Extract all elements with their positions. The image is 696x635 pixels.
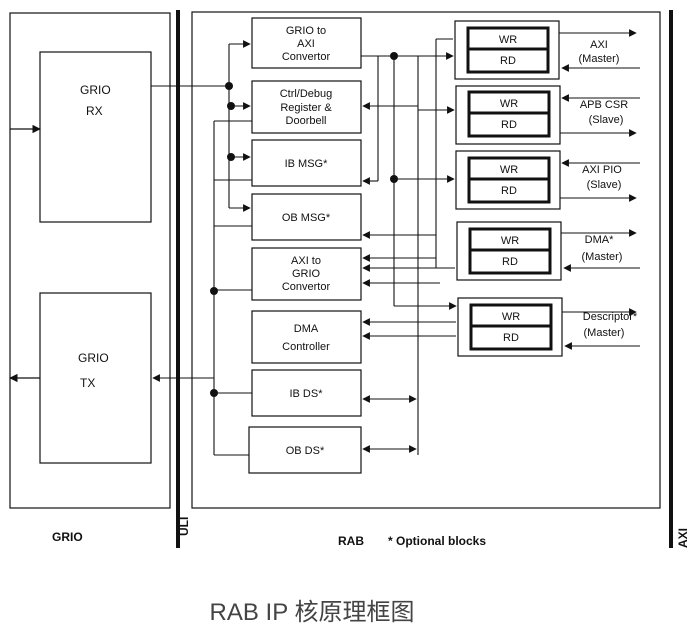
footer-optional-note: * Optional blocks (388, 534, 486, 548)
rab-block-ob-msg: OB MSG* (251, 193, 362, 241)
junction-rx-3 (227, 153, 235, 161)
junction-port-1 (390, 52, 398, 60)
svg-text:AXI to: AXI to (291, 255, 321, 267)
junction-tx-2 (210, 389, 218, 397)
rab-block-axi-grio: AXI to GRIO Convertor (251, 247, 362, 301)
axi-side-arrows (559, 29, 640, 350)
rab-block-ib-ds: IB DS* (251, 369, 362, 417)
rab-block-dma-controller: DMA Controller (251, 310, 362, 364)
footer-grio-label: GRIO (52, 530, 83, 544)
port-descriptor-master: WR RD (457, 297, 563, 357)
grio-tx-block (39, 292, 152, 464)
svg-text:GRIO to: GRIO to (286, 25, 326, 37)
port-interconnect (361, 38, 457, 455)
port-label-desc-line1: Descriptor* (583, 311, 638, 323)
svg-text:AXI: AXI (297, 38, 315, 50)
rx-interconnect (151, 40, 251, 212)
svg-text:RD: RD (503, 332, 519, 344)
port-label-apb-line1: APB CSR (580, 99, 628, 111)
svg-text:RD: RD (500, 55, 516, 67)
junction-rx-2 (227, 102, 235, 110)
svg-text:WR: WR (501, 235, 519, 247)
port-dma-master: WR RD (456, 221, 562, 281)
svg-text:Ctrl/Debug: Ctrl/Debug (280, 88, 333, 100)
port-label-pio-line1: AXI PIO (582, 164, 622, 176)
svg-text:WR: WR (502, 311, 520, 323)
rab-block-ib-msg: IB MSG* (251, 139, 362, 187)
grio-tx-line2: TX (80, 376, 95, 390)
port-axi-master: WR RD (454, 20, 560, 80)
junction-port-2 (390, 175, 398, 183)
svg-text:RD: RD (501, 185, 517, 197)
port-label-axi-line2: (Master) (579, 53, 620, 65)
grio-rx-line1: GRIO (80, 83, 111, 97)
port-label-dma-line1: DMA* (585, 234, 614, 246)
svg-text:Register &: Register & (280, 102, 332, 114)
svg-text:GRIO: GRIO (292, 268, 321, 280)
svg-text:Convertor: Convertor (282, 51, 331, 63)
rab-block-ctrl-debug: Ctrl/Debug Register & Doorbell (251, 80, 362, 134)
junction-tx-1 (210, 287, 218, 295)
svg-text:OB DS*: OB DS* (286, 445, 325, 457)
port-label-apb-line2: (Slave) (589, 114, 624, 126)
svg-text:Convertor: Convertor (282, 281, 331, 293)
port-label-desc-line2: (Master) (584, 327, 625, 339)
rab-frame (191, 11, 661, 509)
rab-block-ob-ds: OB DS* (248, 426, 362, 474)
grio-frame (9, 12, 171, 509)
svg-text:RD: RD (501, 119, 517, 131)
port-apb-csr: WR RD (455, 85, 561, 145)
tx-interconnect (152, 120, 252, 456)
port-axi-pio: WR RD (455, 150, 561, 210)
rab-block-grio-axi: GRIO to AXI Convertor (251, 17, 362, 69)
svg-text:IB DS*: IB DS* (289, 388, 323, 400)
grio-rx-line2: RX (86, 104, 103, 118)
svg-text:WR: WR (500, 164, 518, 176)
svg-text:DMA: DMA (294, 323, 319, 335)
svg-text:WR: WR (500, 98, 518, 110)
svg-text:OB MSG*: OB MSG* (282, 212, 331, 224)
grio-tx-line1: GRIO (78, 351, 109, 365)
footer-uli-label: ULI (177, 517, 191, 536)
svg-text:Controller: Controller (282, 341, 330, 353)
junction-rx-1 (225, 82, 233, 90)
footer-axi-label: AXI (676, 528, 690, 548)
svg-text:RD: RD (502, 256, 518, 268)
svg-text:WR: WR (499, 34, 517, 46)
footer-rab-label: RAB (338, 534, 364, 548)
port-label-pio-line2: (Slave) (587, 179, 622, 191)
port-label-dma-line2: (Master) (582, 251, 623, 263)
figure-caption: RAB IP 核原理框图 (210, 599, 415, 626)
grio-rx-block (39, 51, 152, 223)
svg-text:IB MSG*: IB MSG* (285, 158, 329, 170)
svg-text:Doorbell: Doorbell (286, 115, 327, 127)
port-label-axi-line1: AXI (590, 39, 608, 51)
